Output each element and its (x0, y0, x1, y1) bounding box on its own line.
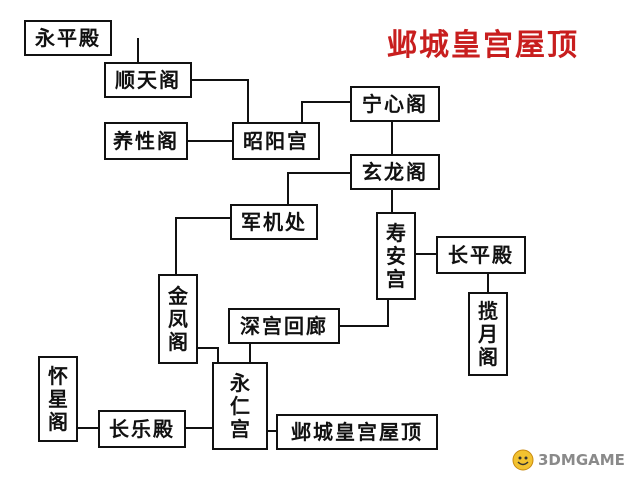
node-label: 养性阁 (113, 129, 179, 153)
node-label: 长平殿 (448, 243, 514, 267)
node-char: 寿 (386, 220, 406, 245)
node-char: 星 (48, 386, 68, 411)
node-ningxin-pavilion: 宁心阁 (350, 86, 440, 122)
node-shouan-palace: 寿 安 宫 (376, 212, 416, 300)
node-shuntian-pavilion: 顺天阁 (104, 62, 192, 98)
node-jinfeng-pavilion: 金 凤 阁 (158, 274, 198, 364)
node-char: 阁 (48, 409, 68, 434)
node-yongren-palace: 永 仁 宫 (212, 362, 268, 450)
node-char: 揽 (478, 298, 498, 323)
node-label: 长乐殿 (109, 417, 175, 441)
watermark-text: 3DMGAME (538, 451, 625, 469)
edge-jinfeng-yongren (198, 347, 219, 368)
node-label: 深宫回廊 (240, 314, 328, 338)
edge-xuanlong-junji (287, 172, 352, 206)
node-yongping-hall: 永平殿 (24, 20, 112, 56)
node-changping-hall: 长平殿 (436, 236, 526, 274)
node-deep-palace-corridor: 深宫回廊 (228, 308, 340, 344)
node-label: 邺城皇宫屋顶 (291, 420, 423, 444)
node-label: 宁心阁 (362, 92, 428, 116)
node-changle-hall: 长乐殿 (98, 410, 186, 448)
node-char: 金 (168, 283, 188, 308)
node-char: 月 (478, 321, 498, 346)
node-char: 阁 (168, 329, 188, 354)
edge-zhaoyang-ningxin (301, 101, 352, 124)
node-char: 永 (230, 370, 250, 395)
edge-shouan-corridor (340, 298, 389, 327)
node-zhaoyang-palace: 昭阳宫 (232, 122, 320, 160)
edge-shuntian-zhaoyang (192, 79, 249, 122)
node-label: 永平殿 (35, 26, 101, 50)
node-yecheng-palace-roof: 邺城皇宫屋顶 (276, 414, 438, 450)
node-char: 阁 (478, 344, 498, 369)
watermark: 3DMGAME (512, 446, 636, 474)
node-char: 凤 (168, 306, 188, 331)
node-char: 宫 (230, 416, 250, 441)
node-char: 仁 (230, 393, 250, 418)
node-char: 怀 (48, 363, 68, 388)
node-label: 玄龙阁 (362, 160, 428, 184)
node-label: 昭阳宫 (243, 129, 309, 153)
node-char: 宫 (386, 266, 406, 291)
node-lanyue-pavilion: 揽 月 阁 (468, 292, 508, 376)
watermark-logo-icon (512, 449, 534, 471)
node-label: 顺天阁 (115, 68, 181, 92)
node-xuanlong-pavilion: 玄龙阁 (350, 154, 440, 190)
edge-junji-jinfeng (175, 217, 234, 276)
diagram-title: 邺城皇宫屋顶 (387, 28, 579, 63)
node-char: 安 (386, 243, 406, 268)
node-yangxing-pavilion: 养性阁 (104, 122, 188, 160)
node-junji-office: 军机处 (230, 204, 318, 240)
node-huaixing-pavilion: 怀 星 阁 (38, 356, 78, 442)
node-label: 军机处 (241, 210, 307, 234)
